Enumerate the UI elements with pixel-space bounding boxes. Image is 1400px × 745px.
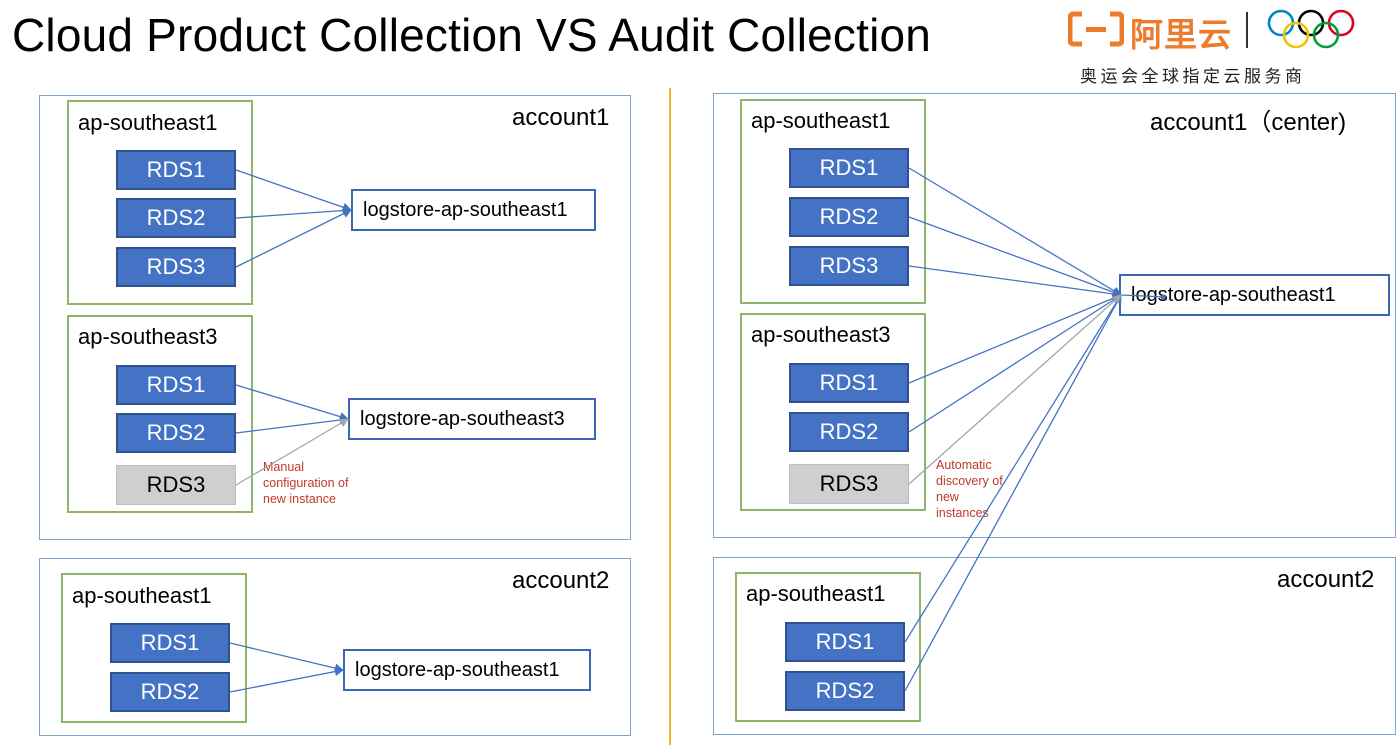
- right-central-logstore[interactable]: logstore-ap-southeast1: [1119, 274, 1390, 316]
- arrow-right-a2-rds1: [904, 294, 1122, 643]
- arrow-right-a1-r1-rds2: [908, 216, 1122, 297]
- left-account1-label: account1: [512, 104, 610, 131]
- left-a1-r2-rds1[interactable]: RDS1: [116, 365, 236, 405]
- right-region-ap-southeast1: [740, 99, 926, 304]
- olympic-rings-icon: [1267, 9, 1355, 49]
- right-region1-label: ap-southeast1: [751, 108, 891, 133]
- logstore-dot: [1160, 294, 1166, 300]
- left-account1-box: [39, 95, 631, 540]
- brand-tagline: 奥运会全球指定云服务商: [1080, 67, 1306, 86]
- brand-name: 阿里云: [1130, 16, 1232, 53]
- right-account2-label: account2: [1277, 566, 1375, 593]
- arrow-left-a1-r2-rds2: [235, 415, 349, 434]
- left-region1-label: ap-southeast1: [78, 110, 218, 135]
- right-a2-region1-label: ap-southeast1: [746, 581, 886, 606]
- left-a1-r1-rds3[interactable]: RDS3: [116, 247, 236, 287]
- right-account2-box: [713, 557, 1396, 735]
- right-a1-r2-rds3-new[interactable]: RDS3: [789, 464, 909, 504]
- aliyun-logo: 阿里云: [1068, 8, 1355, 53]
- left-region-ap-southeast1: [67, 100, 253, 305]
- right-account1-label: account1（center): [1150, 109, 1347, 136]
- arrow-right-a1-r1-rds3: [908, 265, 1122, 299]
- left-a2-region1-label: ap-southeast1: [72, 583, 212, 608]
- right-a1-r1-rds3[interactable]: RDS3: [789, 246, 909, 286]
- right-a2-r1-rds1[interactable]: RDS1: [785, 622, 905, 662]
- arrow-left-a1-r1-rds3: [235, 209, 352, 268]
- arrow-right-a1-r1-rds1: [908, 167, 1122, 296]
- left-region-ap-southeast3: [67, 315, 253, 513]
- right-region2-label: ap-southeast3: [751, 322, 891, 347]
- arrow-left-a1-r1-rds1: [235, 169, 352, 212]
- left-a2-region-ap-southeast1: [61, 573, 247, 723]
- arrow-right-a1-r2-rds2: [908, 294, 1122, 433]
- left-a1-r1-rds2[interactable]: RDS2: [116, 198, 236, 238]
- left-manual-config-note: Manual configuration of new instance: [263, 460, 349, 506]
- logo-separator: [1246, 12, 1248, 48]
- left-a2-logstore-southeast1[interactable]: logstore-ap-southeast1: [343, 649, 591, 691]
- arrow-left-a2-rds2: [229, 667, 344, 693]
- right-a1-r1-rds1[interactable]: RDS1: [789, 148, 909, 188]
- right-a1-r2-rds1[interactable]: RDS1: [789, 363, 909, 403]
- arrow-right-a1-r2-rds1: [908, 293, 1122, 384]
- left-a1-r1-rds1[interactable]: RDS1: [116, 150, 236, 190]
- left-account2-label: account2: [512, 567, 610, 594]
- arrow-left-a1-r2-rds3-new: [235, 418, 349, 486]
- arrow-right-a2-rds2: [904, 294, 1122, 692]
- arrow-left-a2-rds1: [229, 642, 344, 673]
- right-a1-r1-rds2[interactable]: RDS2: [789, 197, 909, 237]
- left-account2-box: [39, 558, 631, 736]
- arrow-right-logstore-stub: [1120, 294, 1167, 298]
- left-a1-r2-rds3-new[interactable]: RDS3: [116, 465, 236, 505]
- right-a2-r1-rds2[interactable]: RDS2: [785, 671, 905, 711]
- left-a1-r2-rds2[interactable]: RDS2: [116, 413, 236, 453]
- left-a1-logstore-southeast1[interactable]: logstore-ap-southeast1: [351, 189, 596, 231]
- page-title: Cloud Product Collection VS Audit Collec…: [12, 9, 932, 61]
- left-a2-r1-rds2[interactable]: RDS2: [110, 672, 230, 712]
- left-a1-logstore-southeast3[interactable]: logstore-ap-southeast3: [348, 398, 596, 440]
- right-auto-discovery-note: Automatic discovery of new instances: [936, 458, 1003, 520]
- right-account1-box: [713, 93, 1396, 538]
- right-a2-region-ap-southeast1: [735, 572, 921, 722]
- right-region-ap-southeast3: [740, 313, 926, 511]
- left-a2-r1-rds1[interactable]: RDS1: [110, 623, 230, 663]
- arrow-right-a1-r2-rds3-new: [908, 294, 1122, 485]
- aliyun-logo-icon: [1068, 11, 1124, 47]
- arrow-left-a1-r2-rds1: [235, 384, 349, 421]
- divider: [669, 88, 671, 745]
- arrow-left-a1-r1-rds2: [235, 206, 352, 219]
- left-region2-label: ap-southeast3: [78, 324, 218, 349]
- right-a1-r2-rds2[interactable]: RDS2: [789, 412, 909, 452]
